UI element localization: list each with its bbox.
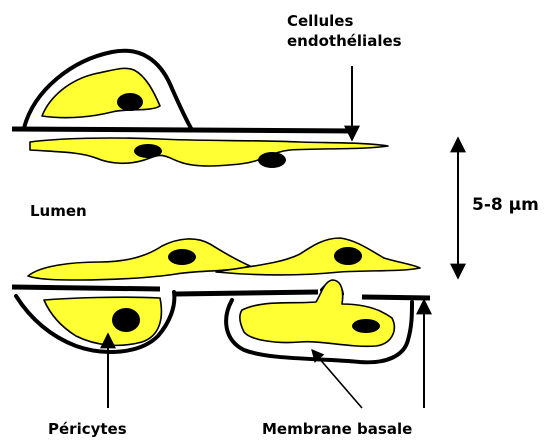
diameter-label: 5-8 µm	[472, 195, 539, 215]
upper-endothelial-cell	[30, 138, 388, 166]
lower-basement-membrane-mid	[176, 292, 318, 294]
lower-endothelial-cell-left	[28, 239, 250, 280]
upper-pericyte-nucleus	[117, 93, 143, 111]
endothelial-cells-label-line1: Cellules	[287, 12, 353, 30]
lower-endothelial-nucleus-2	[334, 247, 362, 265]
lower-endothelial-cell-right	[216, 238, 420, 275]
lower-pericyte-right-nucleus	[352, 319, 380, 333]
upper-endothelial-nucleus-1	[134, 144, 162, 158]
basement-membrane-label: Membrane basale	[262, 420, 412, 438]
upper-endothelial-nucleus-2	[258, 152, 286, 168]
lumen-label: Lumen	[30, 202, 87, 220]
lower-endothelial-nucleus-1	[168, 249, 196, 265]
endothelial-cells-label-line2: endothéliales	[287, 32, 402, 50]
upper-basement-membrane	[12, 129, 355, 131]
lower-pericyte-left-nucleus	[112, 308, 140, 332]
lower-basement-membrane-left	[12, 287, 160, 289]
lower-basement-membrane-right	[362, 297, 430, 298]
pericytes-label: Péricytes	[48, 420, 127, 438]
